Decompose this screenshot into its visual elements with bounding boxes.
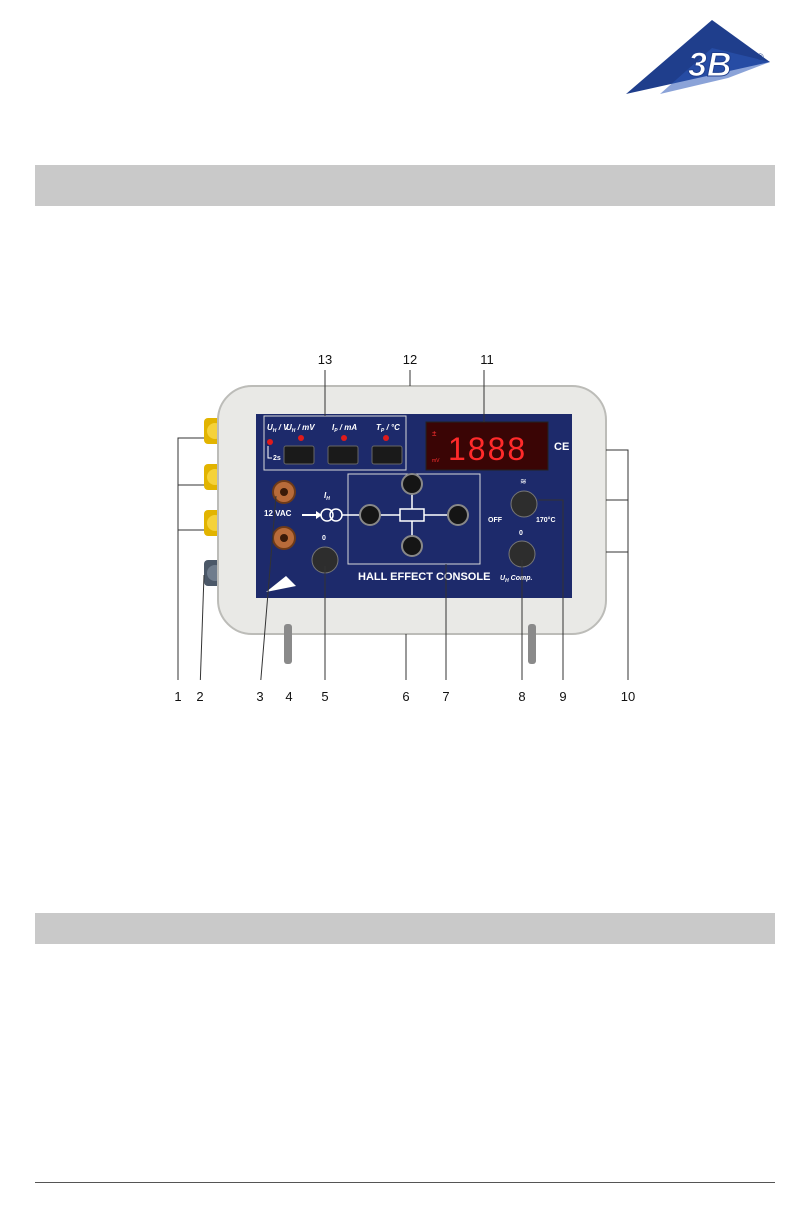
arrow-head-icon	[316, 511, 322, 519]
sample-socket-right[interactable]	[447, 504, 469, 526]
meter-select-button[interactable]	[283, 445, 315, 465]
display-unit: mV	[432, 458, 440, 464]
sample-socket-left[interactable]	[359, 504, 381, 526]
heater-max-label: 170°C	[536, 516, 556, 524]
support-rod-right	[528, 624, 536, 664]
callout-9: 9	[559, 689, 567, 704]
callout-5: 5	[321, 689, 329, 704]
meter-label-ip-ma: IP / mA	[332, 423, 357, 434]
callout-13: 13	[317, 352, 333, 367]
leader-3	[260, 495, 277, 680]
hall-element-icon	[399, 508, 425, 522]
supply-socket-2-hole	[280, 534, 288, 542]
current-label: IH	[324, 491, 330, 502]
logo-registered-mark: ®	[757, 52, 764, 62]
callout-3: 3	[256, 689, 264, 704]
section-header-bar	[35, 165, 775, 206]
knob-zero-label: 0	[519, 530, 523, 537]
supply-socket-1-hole	[280, 488, 288, 496]
led-indicator	[383, 435, 389, 441]
leader-9	[538, 499, 564, 680]
meter-select-button[interactable]	[327, 445, 359, 465]
logo-text: 3B	[688, 46, 731, 84]
console-title: HALL EFFECT CONSOLE	[358, 571, 490, 583]
compensation-label: UH Comp.	[500, 575, 532, 584]
leader-1	[177, 437, 204, 680]
led-indicator	[298, 435, 304, 441]
heater-off-label: OFF	[488, 517, 503, 524]
panel-logo-icon	[266, 576, 296, 592]
support-rod-left	[284, 624, 292, 664]
section-header-bar	[35, 913, 775, 944]
callout-4: 4	[285, 689, 293, 704]
sample-socket-bottom[interactable]	[401, 535, 423, 557]
callout-1: 1	[174, 689, 182, 704]
led-indicator	[267, 439, 273, 445]
meter-label-tp-c: TP / °C	[376, 423, 400, 434]
device-photo: UH / V UH / mV IP / mA TP / °C 2s ± mV 1…	[177, 370, 629, 680]
callout-2: 2	[196, 689, 204, 704]
sample-socket-top[interactable]	[401, 473, 423, 495]
callout-8: 8	[518, 689, 526, 704]
leader-2	[199, 574, 205, 680]
callout-6: 6	[402, 689, 410, 704]
led-display	[425, 421, 549, 471]
meter-label-uh-v: UH / V	[267, 423, 289, 434]
callout-12: 12	[402, 352, 418, 367]
display-sign: ±	[432, 429, 437, 438]
switch-note-bracket	[267, 446, 272, 459]
ce-mark: CE	[554, 441, 569, 453]
knob-zero-label: 0	[322, 535, 326, 542]
callout-7: 7	[442, 689, 450, 704]
transformer-icon	[320, 508, 334, 522]
heater-icon: ≋	[520, 477, 527, 486]
led-indicator	[341, 435, 347, 441]
footer-divider	[35, 1182, 775, 1183]
switch-note: 2s	[273, 455, 281, 462]
meter-select-button[interactable]	[371, 445, 403, 465]
leader-10	[606, 449, 629, 680]
supply-label: 12 VAC	[264, 509, 292, 518]
meter-label-uh-mv: UH / mV	[286, 423, 315, 434]
callout-leaders	[177, 370, 629, 680]
meter-selector-frame	[263, 415, 407, 471]
brand-logo: 3B ®	[626, 20, 770, 94]
callout-11: 11	[480, 352, 494, 367]
heater-knob[interactable]	[510, 490, 538, 518]
display-digits: 1888	[448, 431, 527, 467]
callout-10: 10	[620, 689, 636, 704]
